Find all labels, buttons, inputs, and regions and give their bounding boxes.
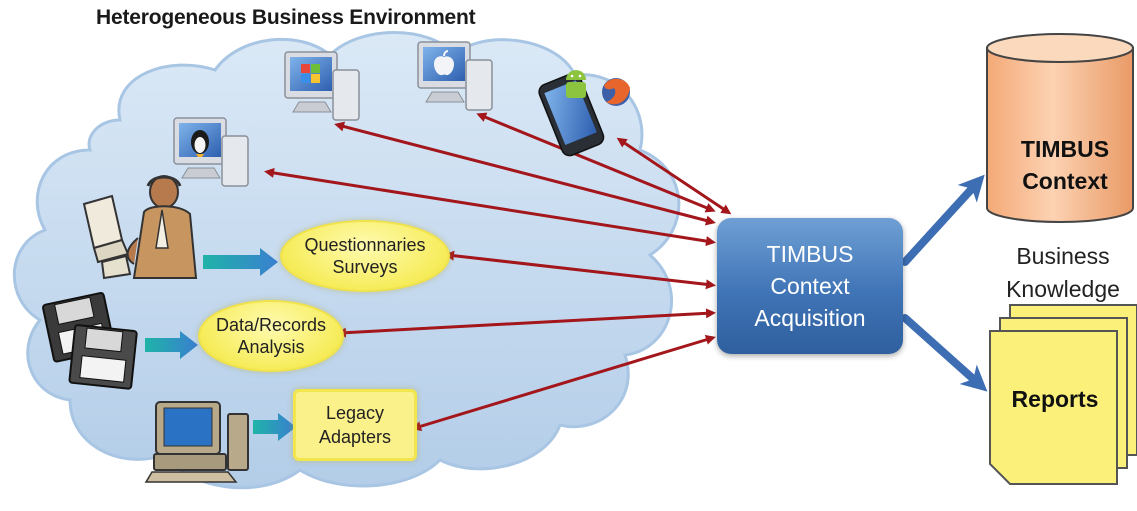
arrow-person-to-questionnaires: [203, 248, 278, 276]
android-firefox-phone-icon: [538, 70, 630, 157]
reports-stack: [989, 304, 1137, 485]
business-knowledge-label: Business Knowledge: [983, 240, 1137, 306]
input-arrows: [145, 248, 296, 441]
arrow-to-reports: [901, 314, 988, 392]
questionnaires-surveys-node: Questionnaries Surveys: [280, 220, 450, 292]
arrow-to-context: [901, 174, 985, 266]
business-label: Business: [1016, 243, 1110, 269]
arrow-questionnaires: [444, 250, 716, 290]
apple-computer-icon: [417, 41, 493, 111]
data-records-label: Data/Records: [215, 315, 327, 335]
acquisition-line-1: TIMBUS: [766, 241, 854, 267]
acquisition-line-2: Context: [770, 273, 850, 299]
floppy-disks-icon: [42, 291, 138, 390]
context-label-line-2: Context: [1022, 168, 1108, 194]
timbus-context-label: TIMBUS Context: [998, 133, 1132, 197]
arrow-floppy-to-data: [145, 331, 198, 359]
timbus-context-acquisition-box: TIMBUS Context Acquisition: [717, 218, 903, 354]
legacy-computer-icon: [144, 401, 249, 483]
adapters-label: Adapters: [318, 427, 392, 447]
diagram-title: Heterogeneous Business Environment: [96, 6, 476, 29]
arrow-legacy-computer-to-adapters: [253, 413, 296, 441]
linux-computer-icon: [173, 117, 249, 187]
analysis-label: Analysis: [237, 337, 305, 357]
connection-arrows: [264, 112, 732, 432]
context-label-line-1: TIMBUS: [1020, 136, 1110, 162]
legacy-adapters-node: Legacy Adapters: [293, 389, 417, 461]
arrow-linux: [264, 167, 716, 247]
legacy-label: Legacy: [325, 403, 385, 423]
data-records-analysis-node: Data/Records Analysis: [198, 300, 344, 372]
arrow-data-records: [336, 308, 716, 338]
arrow-legacy: [411, 334, 716, 432]
knowledge-label: Knowledge: [1006, 276, 1120, 302]
surveys-label: Surveys: [332, 257, 398, 277]
windows-computer-icon: [284, 51, 360, 121]
acquisition-line-3: Acquisition: [754, 305, 866, 331]
reports-label: Reports: [1011, 386, 1099, 412]
questionnaires-label: Questionnaries: [304, 235, 426, 255]
timbus-context-cylinder: [986, 33, 1134, 223]
person-at-computer-icon: [82, 175, 198, 280]
output-arrows: [901, 174, 988, 392]
